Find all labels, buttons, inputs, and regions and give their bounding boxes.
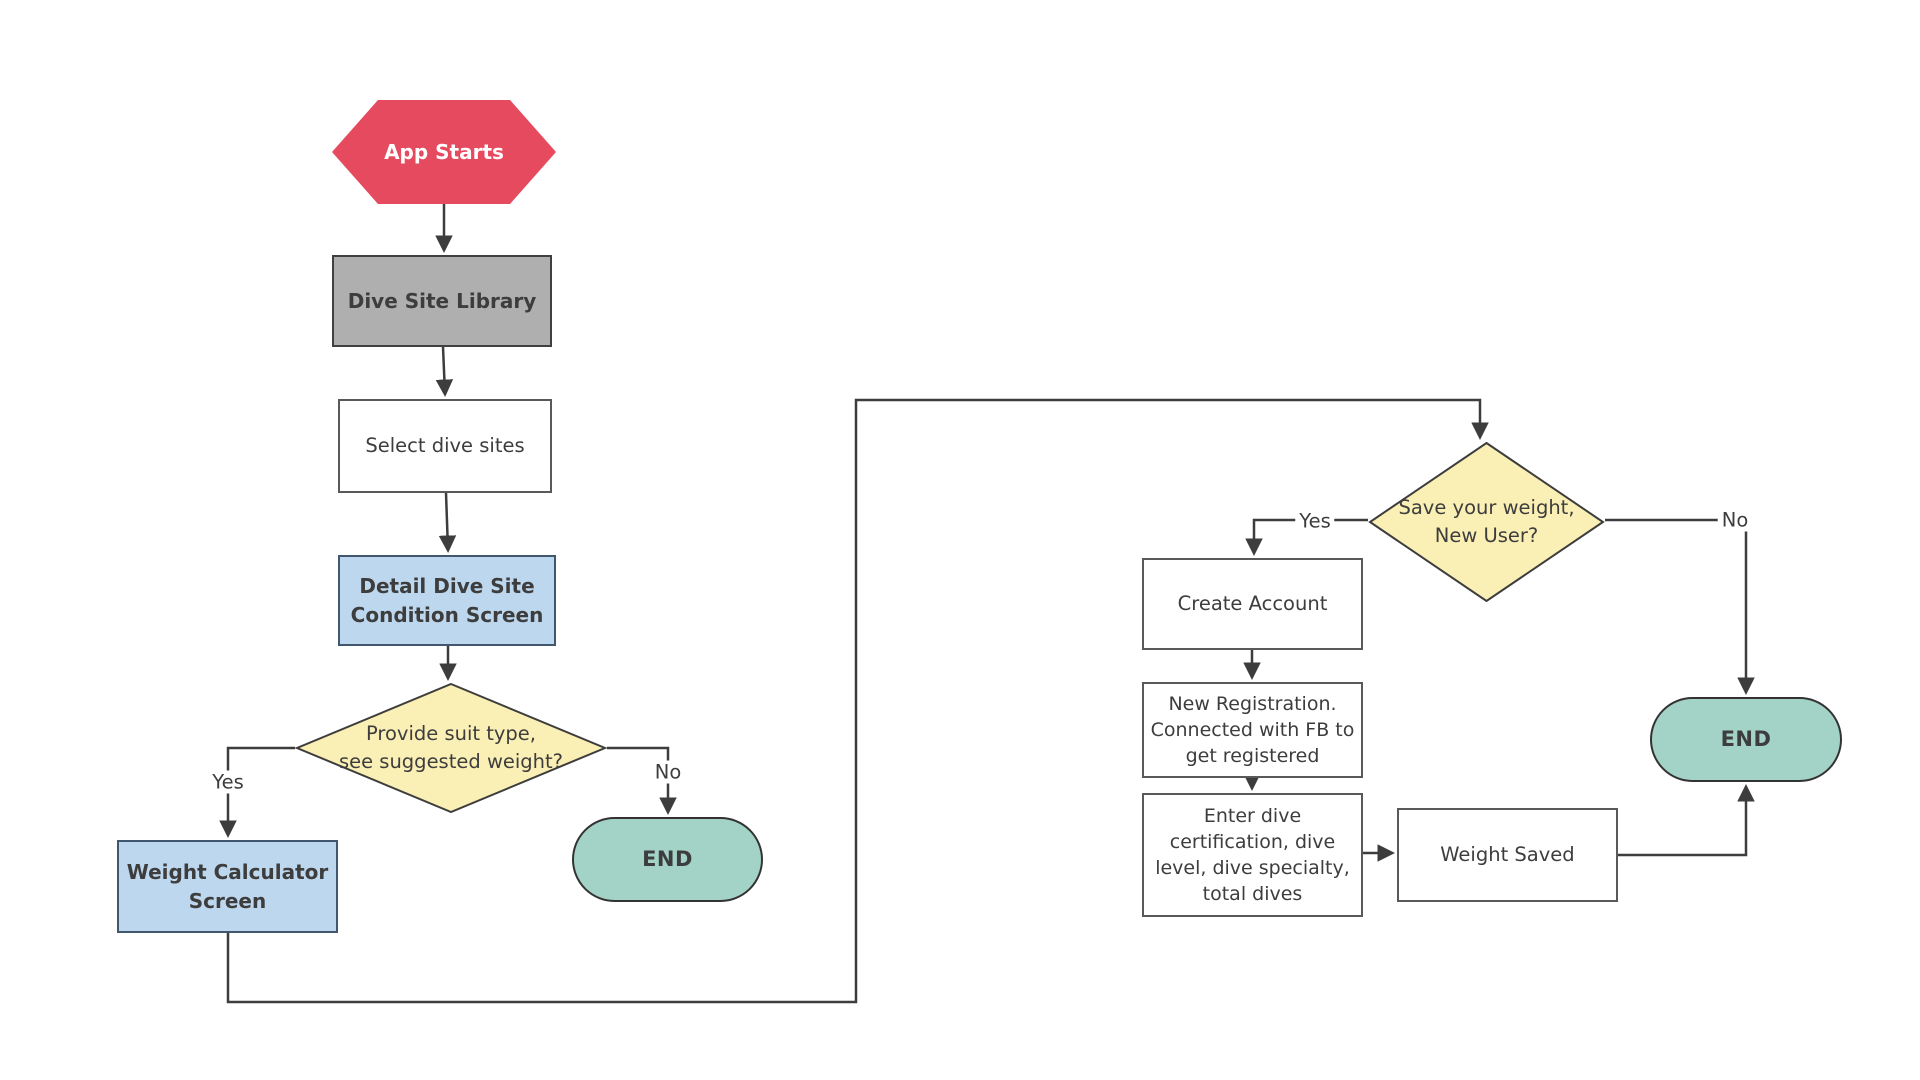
node-label: New Registration. Connected with FB to g…	[1150, 692, 1355, 768]
process-create-account: Create Account	[1142, 558, 1363, 650]
process-weight-saved: Weight Saved	[1397, 808, 1618, 902]
decision-provide-suit-type: Provide suit type, see suggested weight?	[295, 683, 607, 813]
process-new-registration: New Registration. Connected with FB to g…	[1142, 682, 1363, 778]
edge-library-to-select	[435, 346, 454, 397]
process-select-dive-sites: Select dive sites	[338, 399, 552, 493]
node-label: Provide suit type, see suggested weight?	[338, 721, 564, 773]
node-label: Enter dive certification, dive level, di…	[1155, 804, 1350, 906]
node-label: App Starts	[384, 139, 504, 164]
process-dive-site-library: Dive Site Library	[332, 255, 552, 347]
decision-save-your-weight: Save your weight, New User?	[1368, 442, 1605, 602]
terminator-end-left: END	[572, 817, 763, 902]
edge-decision-yes-to-weight-calc	[219, 746, 295, 838]
edge-select-to-detail	[438, 492, 457, 553]
node-label: Weight Calculator Screen	[126, 859, 329, 913]
edge-save-no-to-end-right	[1605, 518, 1755, 695]
node-label: END	[642, 847, 693, 872]
process-detail-dive-site-condition: Detail Dive Site Condition Screen	[338, 555, 556, 646]
node-label: Weight Saved	[1440, 842, 1575, 866]
process-weight-calculator-screen: Weight Calculator Screen	[117, 840, 338, 933]
node-label: Select dive sites	[365, 433, 525, 457]
edge-weight-calc-to-save-decision	[226, 398, 1489, 1004]
edge-label-no-right: No	[1717, 508, 1753, 532]
terminator-end-right: END	[1650, 697, 1842, 782]
node-label: END	[1720, 727, 1772, 752]
edge-label-yes-right: Yes	[1295, 509, 1335, 533]
diamond-shape	[295, 683, 607, 813]
edge-weight-saved-to-end-right	[1618, 784, 1755, 857]
process-enter-dive-info: Enter dive certification, dive level, di…	[1142, 793, 1363, 917]
edge-decision-no-to-end-left	[607, 746, 677, 815]
hexagon-shape	[332, 100, 556, 204]
node-label: Detail Dive Site Condition Screen	[350, 573, 544, 627]
node-label: Create Account	[1177, 591, 1328, 615]
edge-label-yes-left: Yes	[208, 770, 248, 794]
edge-label-no-left: No	[650, 760, 686, 784]
node-label: Save your weight, New User?	[1398, 495, 1575, 547]
diamond-shape	[1368, 442, 1605, 602]
node-label: Dive Site Library	[347, 288, 537, 313]
start-node-app-starts: App Starts	[332, 100, 556, 204]
